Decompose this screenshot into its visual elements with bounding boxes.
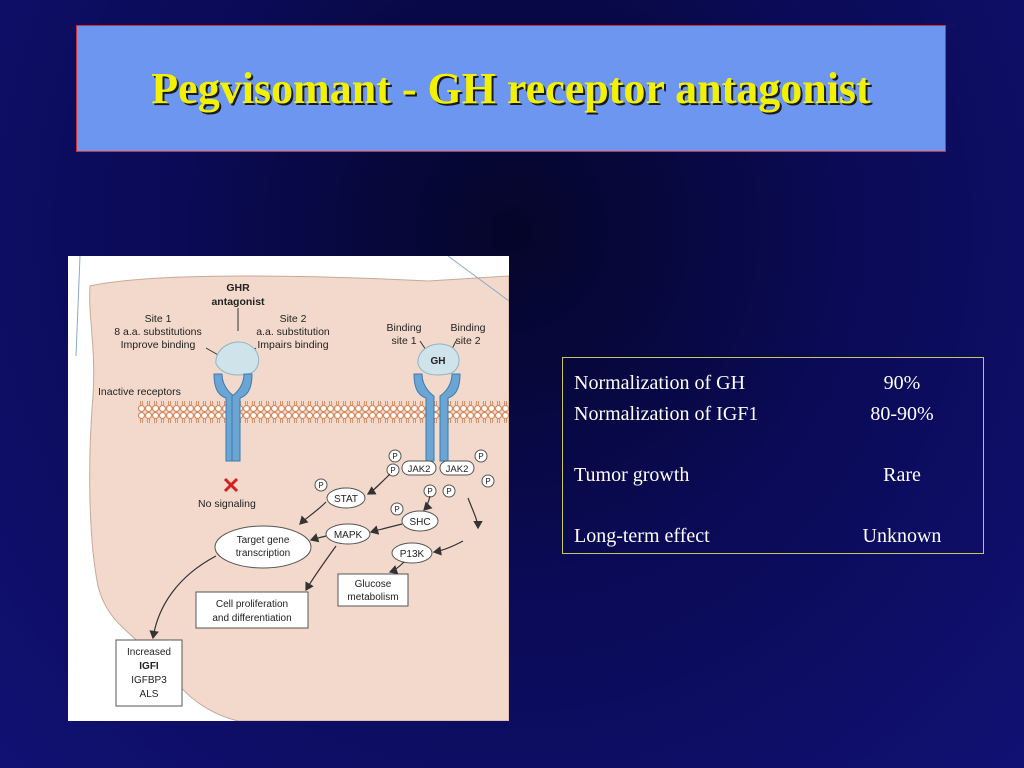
phospho-markers bbox=[314, 449, 495, 516]
stat-value: 90% bbox=[883, 372, 921, 394]
site1-line2: 8 a.a. substitutions bbox=[114, 326, 202, 338]
binding-site1-line2: site 1 bbox=[391, 335, 416, 347]
increased-line4: ALS bbox=[140, 689, 159, 700]
increased-line1: Increased bbox=[127, 647, 171, 658]
stat-value: Unknown bbox=[862, 524, 942, 547]
shc-node: SHC bbox=[409, 517, 430, 528]
stat-row-tumor: Tumor growth Rare bbox=[574, 460, 983, 491]
antagonist-molecule-icon bbox=[215, 341, 259, 376]
inactive-receptor-icon bbox=[213, 373, 253, 462]
stat-value: 80-90% bbox=[870, 402, 934, 425]
stat-row-longterm: Long-term effect Unknown bbox=[574, 521, 983, 552]
jak2-left: JAK2 bbox=[408, 464, 431, 475]
binding-site2-line2: site 2 bbox=[455, 335, 480, 347]
p-marker-4: P bbox=[485, 477, 490, 486]
stat-row-gh: Normalization of GH 90% bbox=[574, 368, 983, 399]
site1-line3: Improve binding bbox=[121, 339, 196, 351]
antagonist-label-1: GHR bbox=[226, 282, 250, 294]
no-signal-x-icon bbox=[223, 477, 239, 493]
antagonist-label-2: antagonist bbox=[211, 296, 265, 308]
increased-line2: IGFI bbox=[139, 661, 159, 672]
stat-label: Tumor growth bbox=[574, 463, 690, 486]
stats-table: Normalization of GH 90% Normalization of… bbox=[562, 357, 984, 554]
stat-value: Rare bbox=[883, 463, 921, 486]
p-marker-7: P bbox=[318, 481, 323, 490]
p-marker-5: P bbox=[427, 487, 432, 496]
p-marker-1: P bbox=[392, 452, 397, 461]
target-gene-line1: Target gene bbox=[237, 535, 290, 546]
increased-line3: IGFBP3 bbox=[131, 675, 167, 686]
gh-label: GH bbox=[431, 356, 446, 367]
pathway-arrows bbox=[149, 473, 483, 640]
stat-label: Normalization of IGF1 bbox=[574, 402, 759, 425]
inactive-receptors-label: Inactive receptors bbox=[98, 386, 181, 398]
site1-line1: Site 1 bbox=[145, 313, 172, 325]
cell-prolif-line2: and differentiation bbox=[212, 613, 291, 624]
active-receptor-icon bbox=[413, 373, 461, 462]
cell-prolif-line1: Cell proliferation bbox=[216, 599, 288, 610]
stat-node: STAT bbox=[334, 494, 358, 505]
site2-line2: a.a. substitution bbox=[256, 326, 330, 338]
binding-site1-line1: Binding bbox=[386, 322, 421, 334]
stat-label: Long-term effect bbox=[574, 524, 710, 547]
stat-label: Normalization of GH bbox=[574, 372, 746, 394]
no-signaling-label: No signaling bbox=[198, 498, 256, 510]
slide-title: Pegvisomant - GH receptor antagonist bbox=[151, 64, 871, 113]
site2-line3: Impairs binding bbox=[257, 339, 328, 351]
p-marker-2: P bbox=[390, 466, 395, 475]
p-marker-6: P bbox=[446, 487, 451, 496]
target-gene-line2: transcription bbox=[236, 548, 290, 559]
signaling-diagram: GHR antagonist Site 1 8 a.a. substitutio… bbox=[68, 256, 509, 721]
stat-row-igf1: Normalization of IGF1 80-90% bbox=[574, 399, 983, 430]
title-box: Pegvisomant - GH receptor antagonist bbox=[76, 25, 946, 152]
jak2-right: JAK2 bbox=[446, 464, 469, 475]
p-marker-3: P bbox=[478, 452, 483, 461]
site2-line1: Site 2 bbox=[280, 313, 307, 325]
binding-site2-line1: Binding bbox=[450, 322, 485, 334]
glucose-line1: Glucose bbox=[355, 579, 392, 590]
p-marker-8: P bbox=[394, 505, 399, 514]
gh-molecule-icon bbox=[417, 343, 460, 376]
mapk-node: MAPK bbox=[334, 530, 363, 541]
glucose-line2: metabolism bbox=[347, 592, 398, 603]
cell-membrane bbox=[138, 401, 509, 427]
pi3k-node: P13K bbox=[400, 549, 425, 560]
